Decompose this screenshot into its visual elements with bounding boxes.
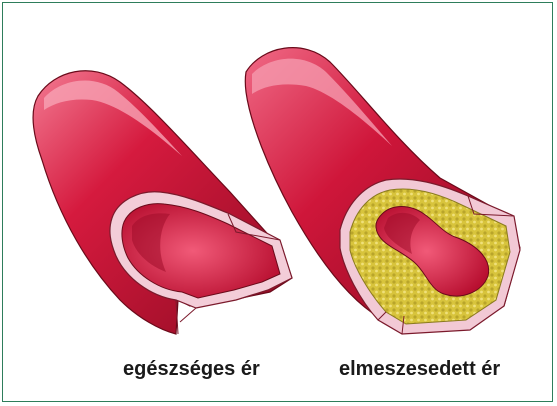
calcified-artery — [245, 48, 520, 334]
calcified-artery-caption: elmeszesedett ér — [339, 358, 500, 381]
healthy-artery-caption: egészséges ér — [123, 358, 260, 381]
